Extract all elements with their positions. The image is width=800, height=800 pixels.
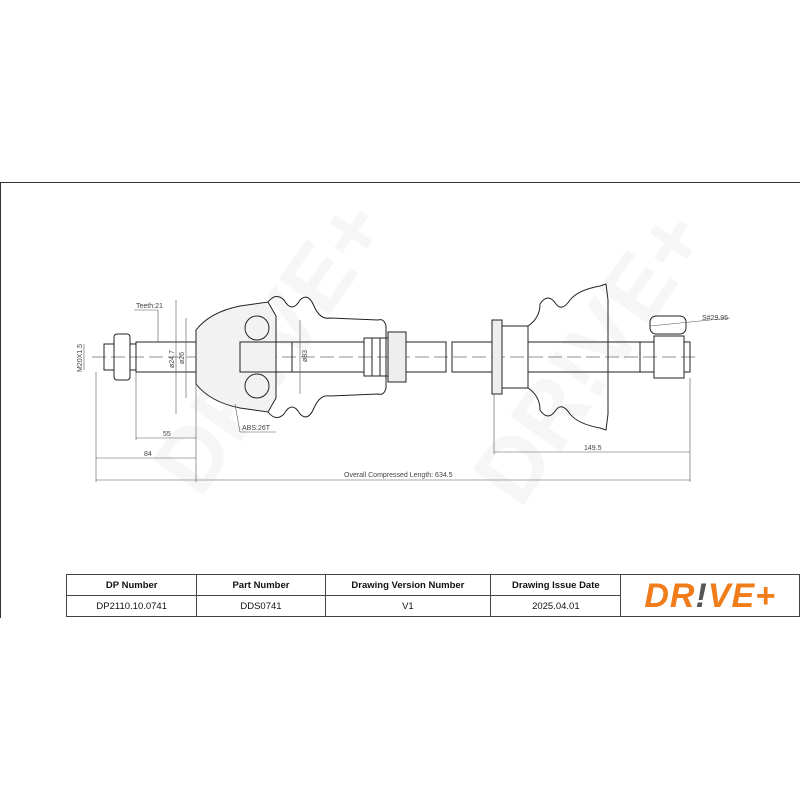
header-issue-date: Drawing Issue Date xyxy=(490,574,622,596)
dia-spline-label: ø24.7 xyxy=(169,350,176,368)
value-dp-number: DP2110.10.0741 xyxy=(65,595,198,617)
value-part-number: DDS0741 xyxy=(196,595,326,617)
dia-flange-label: ø26 xyxy=(179,352,186,364)
dim-149-label: 149.5 xyxy=(584,445,602,452)
value-issue-date: 2025.04.01 xyxy=(490,595,622,617)
thread-label: M20X1.5 xyxy=(77,344,84,372)
abs-label: ABS:26T xyxy=(242,425,271,432)
header-part-number: Part Number xyxy=(196,574,326,596)
header-version: Drawing Version Number xyxy=(324,574,492,596)
drawing-frame xyxy=(0,182,800,618)
header-dp-number: DP Number xyxy=(65,574,198,596)
teeth-label: Teeth:21 xyxy=(136,303,163,310)
seal-label: S#29.95 xyxy=(702,315,728,322)
overall-length-label: Overall Compressed Length: 634.5 xyxy=(344,472,453,479)
dim-84-label: 84 xyxy=(144,451,152,458)
dia-joint-label: ø83 xyxy=(302,350,309,362)
value-version: V1 xyxy=(324,595,492,617)
logo-cell: DR!VE+ xyxy=(620,574,800,617)
title-block: DP Number Part Number Drawing Version Nu… xyxy=(65,574,800,617)
dim-55-label: 55 xyxy=(163,431,171,438)
drive-plus-logo: DR!VE+ xyxy=(644,576,777,615)
